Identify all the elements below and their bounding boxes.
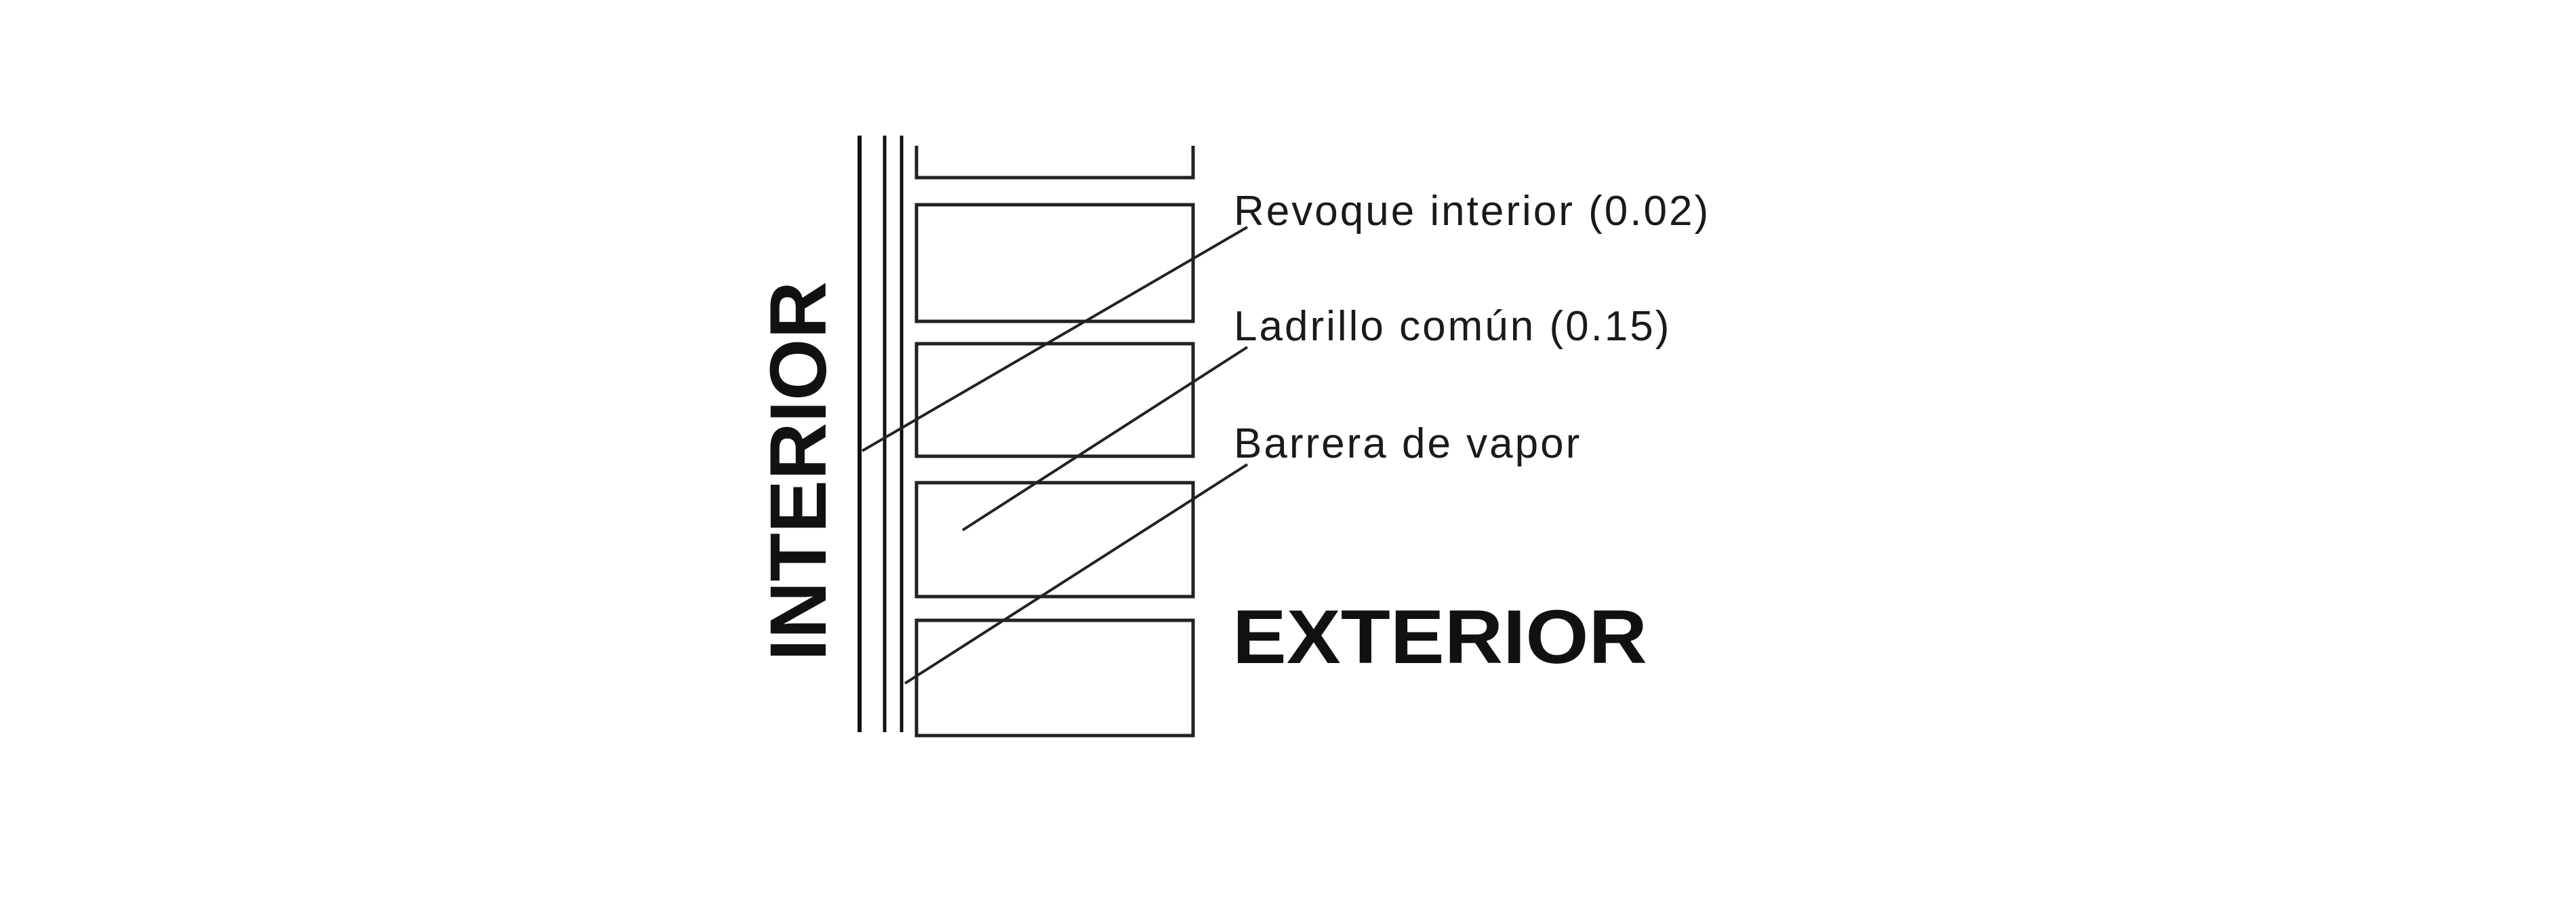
callout-barrera-de-vapor: Barrera de vapor — [1234, 420, 1582, 467]
callout-revoque-interior: Revoque interior (0.02) — [1234, 188, 1710, 235]
exterior-label: EXTERIOR — [1232, 595, 1647, 679]
brick — [914, 618, 1195, 738]
brick — [914, 342, 1195, 458]
brick-top-partial — [914, 146, 1195, 180]
revoque-leader-line — [861, 226, 1249, 452]
ladrillo-leader-line — [961, 346, 1249, 532]
callout-ladrillo-comun: Ladrillo común (0.15) — [1234, 303, 1671, 350]
brick — [914, 481, 1195, 599]
interior-label: INTERIOR — [754, 281, 843, 661]
brick — [914, 203, 1195, 323]
barrera-leader-line — [904, 463, 1249, 685]
brick-course — [914, 146, 1195, 738]
